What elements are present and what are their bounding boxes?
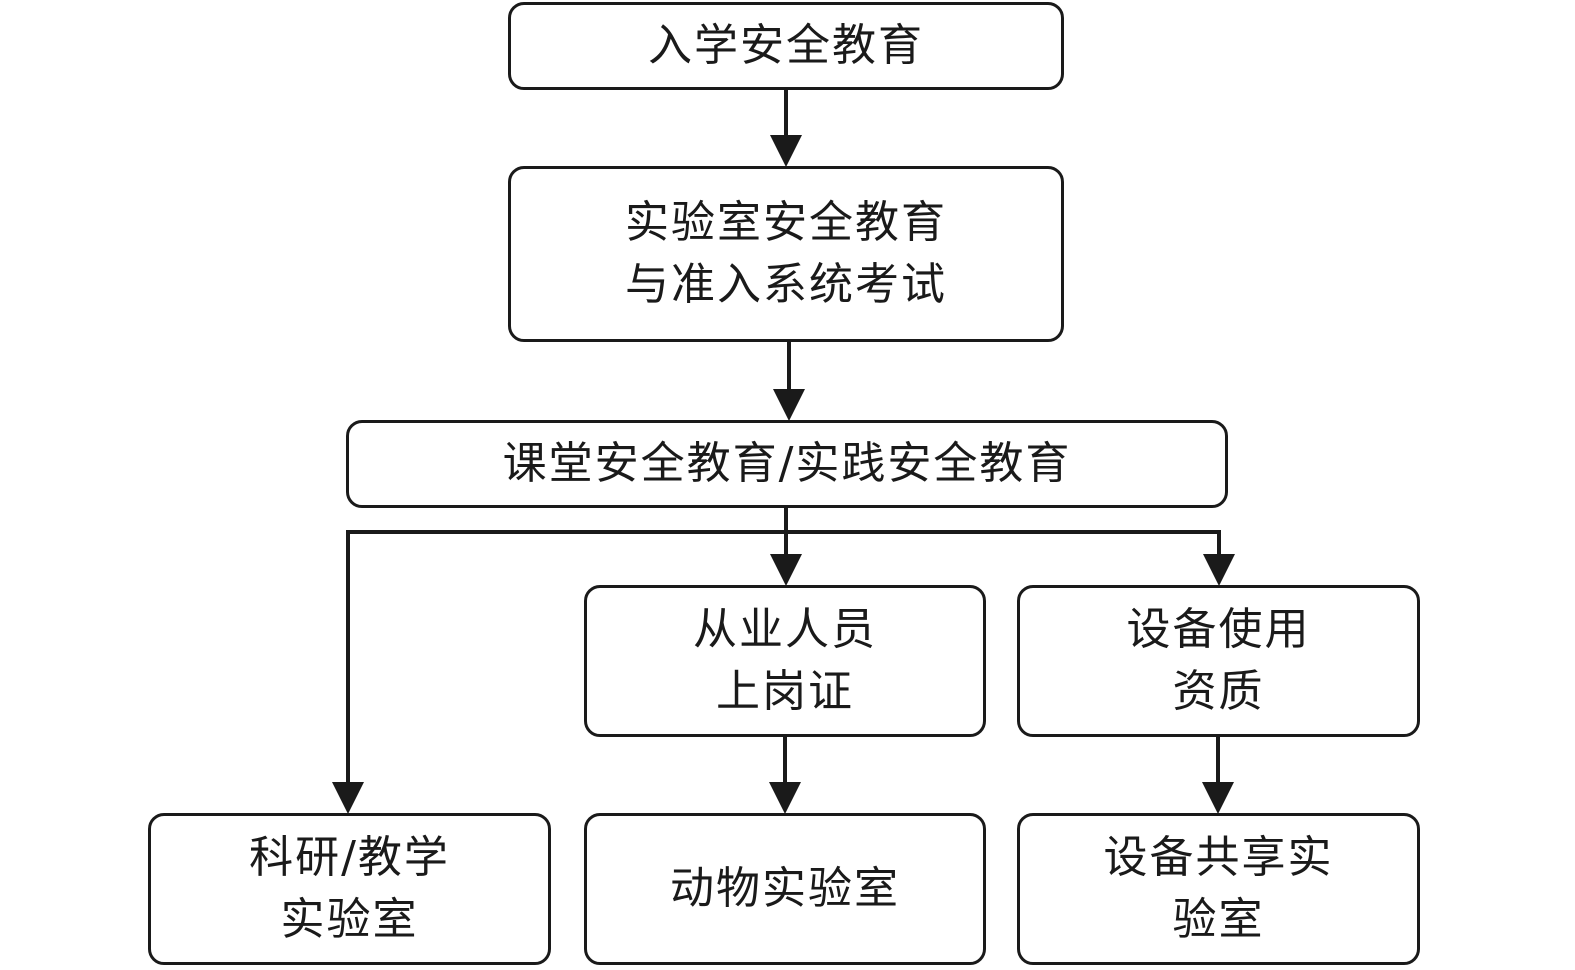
- node-staff-cert-line-2: 上岗证: [716, 666, 854, 717]
- node-lab-safety-exam: 实验室安全教育 与准入系统考试: [508, 166, 1064, 342]
- node-animal-lab: 动物实验室: [584, 813, 986, 965]
- node-research-lab-line-2: 实验室: [280, 894, 419, 945]
- node-research-teaching-lab: 科研/教学 实验室: [148, 813, 551, 965]
- node-equipment-qualification: 设备使用 资质: [1017, 585, 1420, 737]
- node-enrollment-label: 入学安全教育: [648, 20, 924, 71]
- node-course-label: 课堂安全教育/实践安全教育: [502, 438, 1072, 489]
- node-staff-certificate: 从业人员 上岗证: [584, 585, 986, 737]
- node-equipment-shared-lab: 设备共享实 验室: [1017, 813, 1420, 965]
- node-shared-lab-line-2: 验室: [1172, 894, 1265, 945]
- node-lab-exam-line-1: 实验室安全教育: [625, 197, 947, 248]
- node-course-practice-safety-education: 课堂安全教育/实践安全教育: [346, 420, 1228, 508]
- node-equipment-qual-line-2: 资质: [1172, 666, 1265, 717]
- node-enrollment-safety-education: 入学安全教育: [508, 2, 1064, 90]
- node-equipment-qual-line-1: 设备使用: [1126, 604, 1311, 655]
- node-staff-cert-line-1: 从业人员: [693, 604, 877, 655]
- node-lab-exam-line-2: 与准入系统考试: [625, 259, 947, 310]
- node-shared-lab-line-1: 设备共享实: [1103, 832, 1334, 883]
- node-research-lab-line-1: 科研/教学: [249, 832, 450, 883]
- node-animal-lab-label: 动物实验室: [670, 863, 900, 914]
